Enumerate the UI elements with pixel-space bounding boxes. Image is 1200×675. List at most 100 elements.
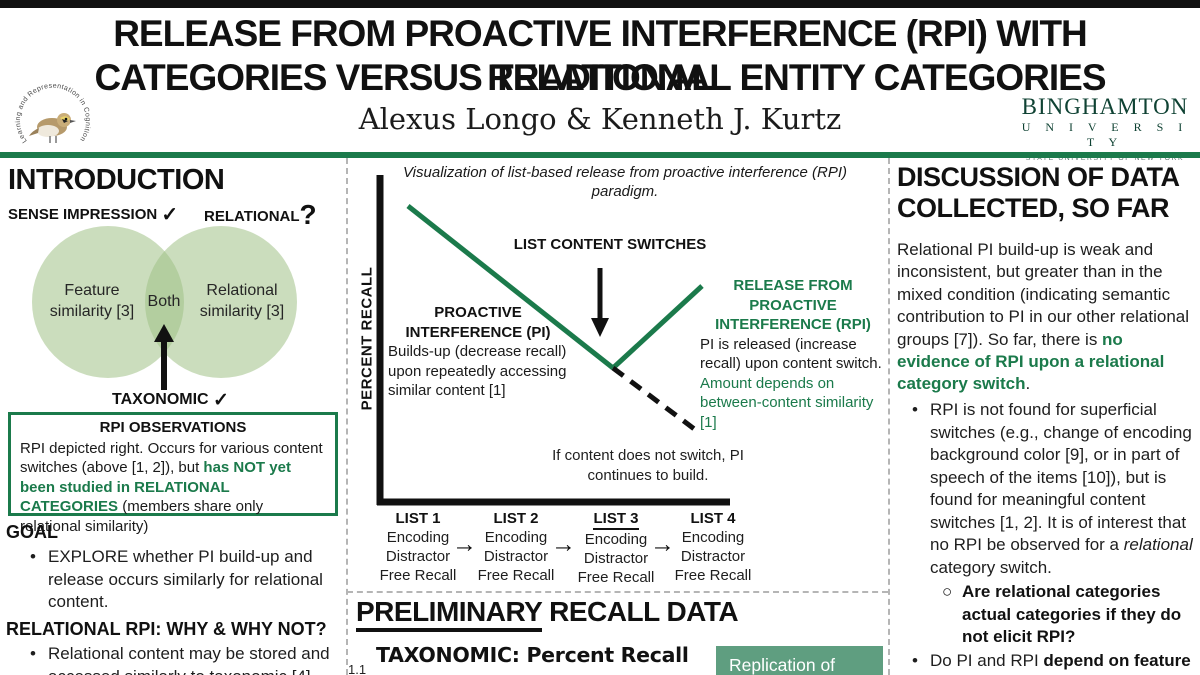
pi-annotation: PROACTIVE INTERFERENCE (PI) Builds-up (d… (388, 303, 568, 401)
why-bullet: • Relational content may be stored and a… (30, 643, 342, 675)
list-step: Encoding (681, 529, 745, 546)
rpi-observations-box: RPI OBSERVATIONS RPI depicted right. Occ… (8, 412, 338, 535)
top-border-bar (0, 0, 1200, 8)
list-step: Encoding (584, 531, 648, 548)
list-step: Distractor (483, 548, 549, 565)
sense-impression-text: SENSE IMPRESSION (8, 206, 158, 223)
lab-bird-logo-graphic: Learning and Representation in Cognition (15, 83, 91, 144)
list4-name: LIST 4 (690, 510, 736, 527)
poster-title-line1: RELEASE FROM PROACTIVE INTERFERENCE (RPI… (113, 13, 1088, 98)
discussion-para-green: no evidence of RPI upon a relational cat… (897, 329, 1165, 394)
poster-title-line2: CATEGORIES VERSUS TRADITIONAL ENTITY CAT… (94, 57, 1106, 98)
discussion-bullet-2-text: Do PI and RPI depend on feature similarit… (930, 650, 1191, 675)
no-switch-annotation: If content does not switch, PI continues… (552, 447, 744, 484)
rpi-box-text-green: has NOT yet been studied in RELATIONAL C… (20, 459, 291, 515)
list-step: Free Recall (379, 567, 457, 584)
header-divider (0, 152, 1200, 158)
goal-heading: GOAL (6, 522, 58, 542)
question-mark-icon: ? (299, 199, 317, 230)
list1-name: LIST 1 (395, 510, 441, 527)
right-arrow-icon: → (650, 530, 675, 558)
list-step: Distractor (583, 550, 649, 567)
rpi-box-title: RPI OBSERVATIONS (99, 419, 247, 436)
binghamton-name: BINGHAMTON (1021, 94, 1189, 119)
discussion-bullet-1-text: RPI is not found for superficial switche… (930, 399, 1198, 579)
replication-badge: Replication of (716, 646, 883, 675)
rpi-annotation-text-green: Amount depends on between-content simila… (700, 374, 874, 431)
relational-text: RELATIONAL (204, 208, 300, 225)
bullet-marker: • (912, 400, 918, 419)
list3-name: LIST 3 (593, 509, 639, 530)
rpi-box-text-pre: RPI depicted right. Occurs for various c… (20, 439, 323, 477)
rpi-annotation-text: PI is released (increase recall) upon co… (700, 335, 886, 433)
prelim-heading: PRELIMINARY RECALL DATA (356, 596, 739, 632)
rpi-annotation-title: RELEASE FROM PROACTIVE INTERFERENCE (RPI… (715, 277, 871, 333)
discussion-heading: DISCUSSION OF DATA COLLECTED, SO FAR (897, 162, 1179, 223)
taxonomic-chart-title: TAXONOMIC: Percent Recall (376, 643, 689, 667)
list-content-switches-label: LIST CONTENT SWITCHES (513, 236, 707, 253)
venn-right-label: Relational similarity [3] (199, 282, 285, 320)
binghamton-logo: BINGHAMTON U N I V E R S I T Y STATE UNI… (1016, 94, 1194, 162)
rpi-annotation: RELEASE FROM PROACTIVE INTERFERENCE (RPI… (700, 276, 886, 432)
rpi-annotation-text-black: PI is released (increase recall) upon co… (700, 335, 882, 373)
goal-bullet: • EXPLORE whether PI build-up and releas… (30, 546, 335, 614)
list2-column: LIST 2 Encoding Distractor Free Recall (468, 509, 564, 585)
discussion-bullet-1: • RPI is not found for superficial switc… (912, 399, 1198, 579)
venn-right-circle (145, 226, 297, 378)
list3-column: LIST 3 Encoding Distractor Free Recall (568, 509, 664, 587)
bullet-marker: • (30, 644, 36, 663)
paradigm-chart (376, 175, 730, 506)
bullet-marker: • (912, 651, 918, 670)
intro-heading: INTRODUCTION (8, 164, 225, 196)
why-heading: RELATIONAL RPI: WHY & WHY NOT? (6, 619, 327, 639)
pi-buildup-line (406, 204, 615, 370)
discussion-para-post: . (1025, 374, 1031, 394)
taxonomic-label: TAXONOMIC ✓ (112, 389, 229, 412)
discussion-bullet-2: • Do PI and RPI depend on feature similar… (912, 650, 1198, 675)
y-axis-label: PERCENT RECALL (358, 266, 376, 411)
discussion-bullet2-pre: Do PI and RPI (930, 651, 1044, 670)
discussion-paragraph: Relational PI build-up is weak and incon… (897, 239, 1195, 396)
taxonomic-chart-tick: 1.1 (348, 662, 367, 675)
rpi-release-line (611, 284, 704, 370)
middle-section-divider (347, 591, 888, 593)
rpi-box-text-post: (members share only relational similarit… (20, 498, 264, 535)
discussion-para-pre: Relational PI build-up is weak and incon… (897, 240, 1190, 349)
discussion-sub-bullet: ○ Are relational categories actual categ… (942, 581, 1198, 649)
list-step: Free Recall (674, 567, 752, 584)
down-arrow-icon (591, 268, 609, 337)
paradigm-caption: Visualization of list-based release from… (402, 164, 848, 200)
list-step: Distractor (680, 548, 746, 565)
prelim-heading-rest: RECALL DATA (541, 596, 739, 627)
list-step: Free Recall (477, 567, 555, 584)
bird-icon (29, 113, 76, 143)
discussion-bullet1-italic: relational (1123, 535, 1193, 554)
list1-column: LIST 1 Encoding Distractor Free Recall (370, 509, 466, 585)
discussion-bullet2-bold: depend on feature (1043, 651, 1191, 670)
lab-bird-logo: Learning and Representation in Cognition (12, 78, 94, 160)
rpi-box-text: RPI depicted right. Occurs for various c… (20, 439, 326, 537)
pi-continues-dashed-line (611, 366, 703, 436)
pi-annotation-title: PROACTIVE INTERFERENCE (PI) (405, 304, 551, 341)
discussion-bullet2-cutoff: similarity (930, 674, 996, 675)
check-icon: ✓ (213, 390, 229, 411)
list2-name: LIST 2 (493, 510, 539, 527)
up-arrow-icon (154, 324, 174, 390)
bullet-marker: • (30, 547, 36, 566)
discussion-bullet1-pre: RPI is not found for superficial switche… (930, 400, 1192, 554)
column-separator-right (888, 158, 890, 675)
why-bullet-text: Relational content may be stored and acc… (48, 644, 330, 675)
venn-left-label: Feature similarity [3] (49, 282, 135, 320)
pi-annotation-text: Builds-up (decrease recall) upon repeate… (388, 343, 567, 399)
prelim-heading-underlined: PRELIMINARY (356, 596, 542, 632)
sub-bullet-marker: ○ (942, 582, 953, 601)
authors: Alexus Longo & Kenneth J. Kurtz (358, 102, 842, 136)
venn-center-label: Both (147, 293, 181, 310)
discussion-bullet1-post: category switch. (930, 557, 1052, 577)
discussion-sub-bullet-text: Are relational categories actual categor… (962, 582, 1182, 646)
check-icon: ✓ (161, 204, 179, 226)
list-step: Encoding (484, 529, 548, 546)
list-step: Distractor (385, 548, 451, 565)
column-separator-left (346, 158, 348, 675)
